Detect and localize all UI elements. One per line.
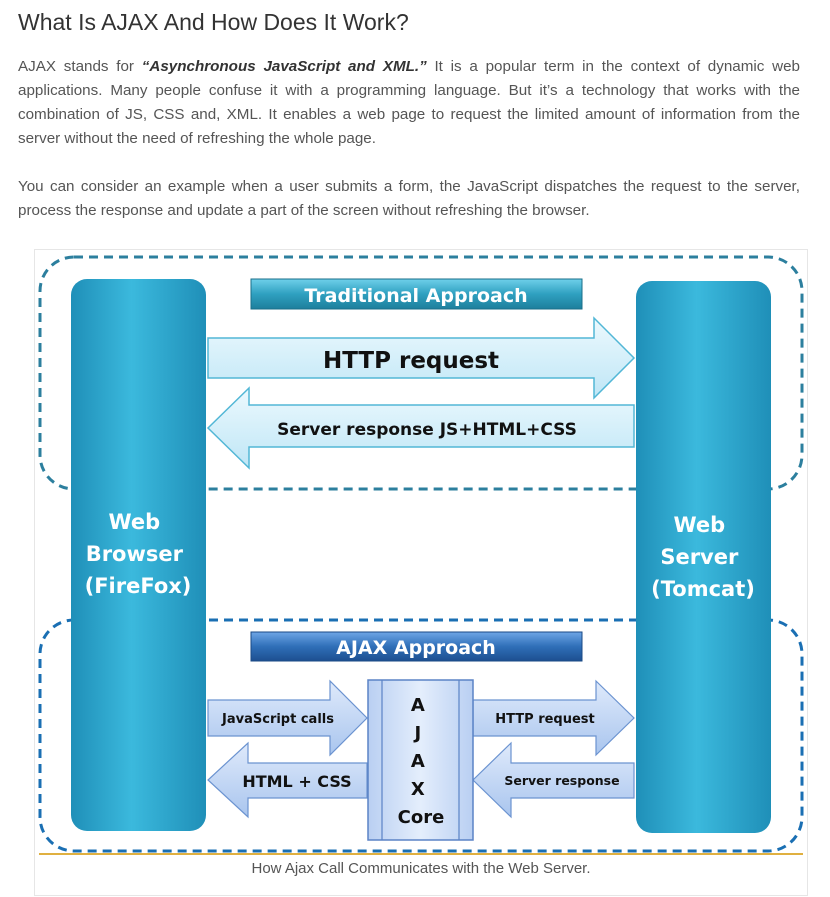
- ajax-diagram: Web Browser (FireFox) Web Server (Tomcat…: [38, 255, 804, 855]
- http-request-label: HTTP request: [323, 348, 499, 374]
- traditional-approach-banner: [250, 278, 583, 310]
- page-title: What Is AJAX And How Does It Work?: [18, 9, 409, 35]
- server-response-arrow: [206, 386, 635, 470]
- ajax-diagram-figure: Web Browser (FireFox) Web Server (Tomcat…: [34, 249, 808, 896]
- server-response-label: Server response JS+HTML+CSS: [277, 420, 577, 440]
- ajax-definition: “Asynchronous JavaScript and XML.”: [141, 58, 427, 75]
- ajax-region: [38, 618, 804, 853]
- web-server-label: Web Server (Tomcat): [651, 513, 755, 601]
- intro-paragraph: AJAX stands for “Asynchronous JavaScript…: [18, 55, 800, 151]
- html-css-label: HTML + CSS: [242, 772, 351, 791]
- figure-caption: How Ajax Call Communicates with the Web …: [251, 860, 591, 877]
- web-browser-label: Web Browser (FireFox): [85, 510, 192, 598]
- http-request-small-arrow: [472, 679, 635, 757]
- traditional-region: [38, 255, 804, 491]
- web-server-pillar: [636, 281, 771, 833]
- server-response-small-label: Server response: [504, 773, 619, 788]
- javascript-calls-label: JavaScript calls: [221, 712, 334, 727]
- ajax-core-label: A J A X Core: [398, 695, 445, 828]
- intro-text-start: AJAX stands for: [18, 58, 142, 75]
- traditional-approach-label: Traditional Approach: [304, 285, 527, 307]
- html-css-arrow: [207, 741, 368, 819]
- ajax-core-box: [367, 679, 474, 841]
- javascript-calls-arrow: [207, 679, 368, 757]
- intro-text-rest: It is a popular term in the context of d…: [18, 58, 800, 147]
- http-request-small-label: HTTP request: [495, 712, 595, 727]
- server-response-small-arrow: [472, 741, 635, 819]
- http-request-arrow: [207, 316, 636, 400]
- web-browser-pillar: [71, 279, 206, 831]
- ajax-approach-banner: [250, 631, 583, 662]
- example-paragraph: You can consider an example when a user …: [18, 178, 800, 219]
- ajax-approach-label: AJAX Approach: [336, 637, 496, 659]
